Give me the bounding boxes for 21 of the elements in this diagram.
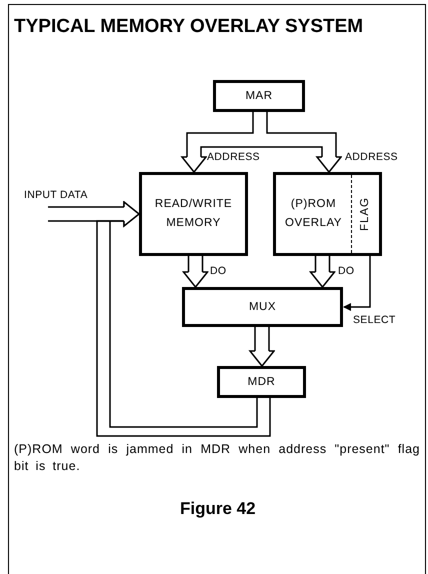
block-label: MDR — [246, 374, 276, 390]
register-box — [213, 80, 305, 112]
flag-label: FLAG — [360, 196, 372, 232]
figure-caption: Figure 42 — [180, 500, 256, 517]
block-label: READ/WRITE MEMORY — [154, 197, 234, 231]
edge-label: DO — [210, 266, 226, 276]
block-label: MAR — [244, 88, 274, 104]
block-label: (P)ROM OVERLAY — [284, 197, 343, 231]
edge-label: ADDRESS — [345, 152, 398, 162]
block-label: MUX — [248, 300, 278, 314]
title: TYPICAL MEMORY OVERLAY SYSTEM — [14, 17, 364, 36]
edge-label: ADDRESS — [207, 152, 260, 162]
edge-label: DO — [338, 266, 354, 276]
register-box — [182, 287, 343, 327]
edge-label: SELECT — [353, 315, 396, 326]
arrow — [343, 256, 371, 311]
register-box — [139, 172, 248, 256]
memory-block — [273, 172, 382, 256]
register-box — [217, 366, 306, 398]
note-text: (P)ROM word is jammed in MDR when address "present" flag bit is true. — [14, 441, 420, 475]
edge-label: INPUT DATA — [24, 190, 88, 200]
